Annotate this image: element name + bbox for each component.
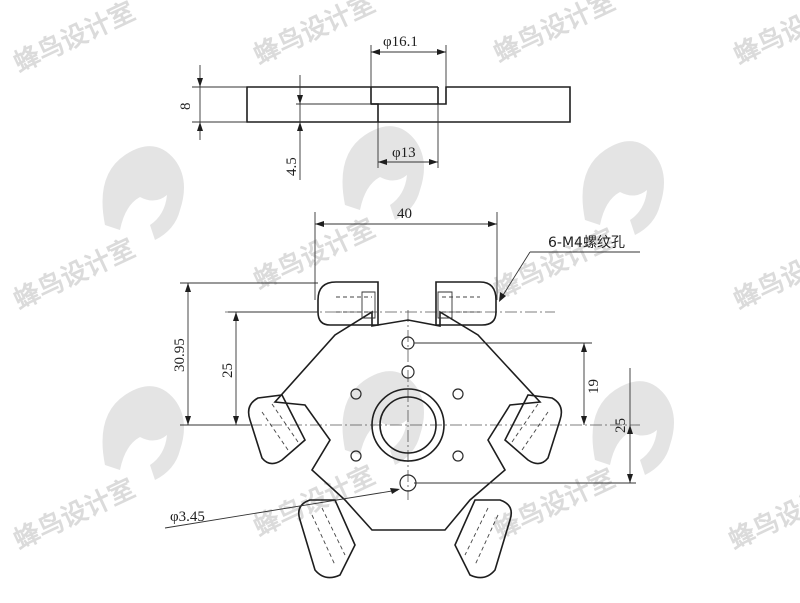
watermark-text: 蜂鸟设计室 <box>489 0 620 69</box>
dim-hole-diameter: φ3.45 <box>170 509 205 525</box>
dim-arrow <box>581 343 587 352</box>
dim-arrow <box>315 221 324 227</box>
dim-thickness: 8 <box>178 103 194 111</box>
watermark-text: 蜂鸟设计室 <box>724 473 800 556</box>
dim-height-total: 30.95 <box>172 338 188 372</box>
arm-bottom-left <box>297 499 356 579</box>
watermark-text: 蜂鸟设计室 <box>9 473 140 556</box>
dim-arrow <box>437 49 446 55</box>
dim-arrow <box>197 122 203 131</box>
dim-right-lower: 25 <box>613 418 629 433</box>
watermark-face-6 <box>592 381 674 475</box>
arm-top-left <box>317 281 379 326</box>
dim-inner-diameter: φ13 <box>392 145 416 161</box>
leader-hole-diameter <box>164 489 399 529</box>
arm-left <box>247 394 306 465</box>
dim-arrow <box>185 416 191 425</box>
dim-height-inner: 25 <box>220 363 236 378</box>
watermark-face-5 <box>342 371 424 465</box>
dim-arrow <box>233 416 239 425</box>
watermark-text: 蜂鸟设计室 <box>249 213 380 296</box>
mount-hole <box>350 450 362 462</box>
leader-thread-callout <box>499 251 531 301</box>
dim-width: 40 <box>397 206 412 222</box>
watermark-face-3 <box>582 141 664 235</box>
watermark-text: 蜂鸟设计室 <box>729 0 800 71</box>
arm-bottom-right <box>454 499 513 579</box>
top-view: φ16.1 φ13 8 4.5 <box>178 34 571 180</box>
dim-arrow <box>429 159 438 165</box>
dim-arrow <box>581 416 587 425</box>
mount-hole <box>452 388 464 400</box>
central-bore-inner <box>379 396 437 454</box>
hub-outline <box>273 310 542 531</box>
dim-arrow <box>488 221 497 227</box>
dim-arrow <box>378 159 387 165</box>
dim-step: 4.5 <box>284 157 300 176</box>
watermarks: 蜂鸟设计室 蜂鸟设计室 蜂鸟设计室 蜂鸟设计室 蜂鸟设计室 蜂鸟设计室 蜂鸟设计… <box>9 0 800 556</box>
watermark-text: 蜂鸟设计室 <box>9 233 140 316</box>
central-bore-outer <box>371 388 445 462</box>
watermark-text: 蜂鸟设计室 <box>249 0 380 71</box>
dim-arrow <box>233 312 239 321</box>
dim-arrow <box>185 283 191 292</box>
dim-arrow <box>297 95 303 104</box>
dim-outer-diameter: φ16.1 <box>383 34 418 50</box>
watermark-face-4 <box>102 386 184 480</box>
dim-right-upper: 19 <box>586 379 602 394</box>
watermark-face-1 <box>102 146 184 240</box>
mount-hole <box>401 365 415 379</box>
mount-hole <box>350 388 362 400</box>
dim-arrow <box>197 78 203 87</box>
dim-arrow <box>627 474 633 483</box>
arm-right <box>504 394 563 465</box>
watermark-text: 蜂鸟设计室 <box>9 0 140 79</box>
leader-arrow <box>390 488 400 494</box>
front-view: 40 30.95 25 19 25 φ3.45 6-M4螺纹 <box>164 206 640 579</box>
dim-arrow <box>371 49 380 55</box>
arm-top-right <box>435 281 497 326</box>
dim-arrow <box>297 122 303 131</box>
callout-thread: 6-M4螺纹孔 <box>548 235 625 251</box>
leader-arrow <box>499 292 506 302</box>
dim-arrow <box>627 425 633 434</box>
plate-outline <box>246 86 379 123</box>
mount-hole <box>452 450 464 462</box>
watermark-text: 蜂鸟设计室 <box>729 233 800 316</box>
watermark-face-2 <box>342 126 424 220</box>
